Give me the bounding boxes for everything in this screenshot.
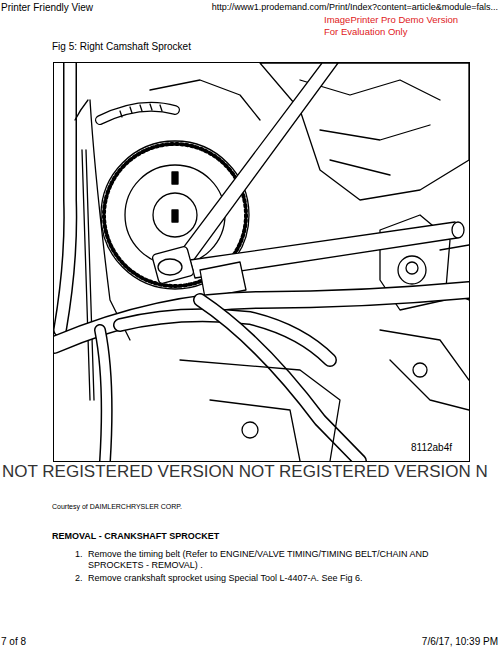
page-count: 7 of 8 <box>1 636 26 648</box>
section-heading: REMOVAL - CRANKSHAFT SPROCKET <box>52 531 219 542</box>
header-text: Printer Friendly View <box>1 2 93 14</box>
page-url: http://www1.prodemand.com/Print/Index?co… <box>212 2 498 13</box>
credit-text: Courtesy of DAIMLERCHRYSLER CORP. <box>52 503 182 511</box>
demo-notice: ImagePrinter Pro Demo Version <box>324 14 458 25</box>
step-text: Remove crankshaft sprocket using Special… <box>88 573 478 584</box>
figure-title: Fig 5: Right Camshaft Sprocket <box>52 41 191 53</box>
step-number: 2. <box>75 573 83 584</box>
step-text: Remove the timing belt (Refer to ENGINE/… <box>88 549 478 571</box>
figure-frame <box>54 63 470 462</box>
step-number: 1. <box>75 549 83 560</box>
page-date: 7/6/17, 10:39 PM <box>422 636 498 648</box>
figure-id: 8112ab4f <box>411 442 452 454</box>
watermark: NOT REGISTERED VERSION NOT REGISTERED VE… <box>2 462 488 482</box>
demo-notice: For Evaluation Only <box>324 26 407 37</box>
